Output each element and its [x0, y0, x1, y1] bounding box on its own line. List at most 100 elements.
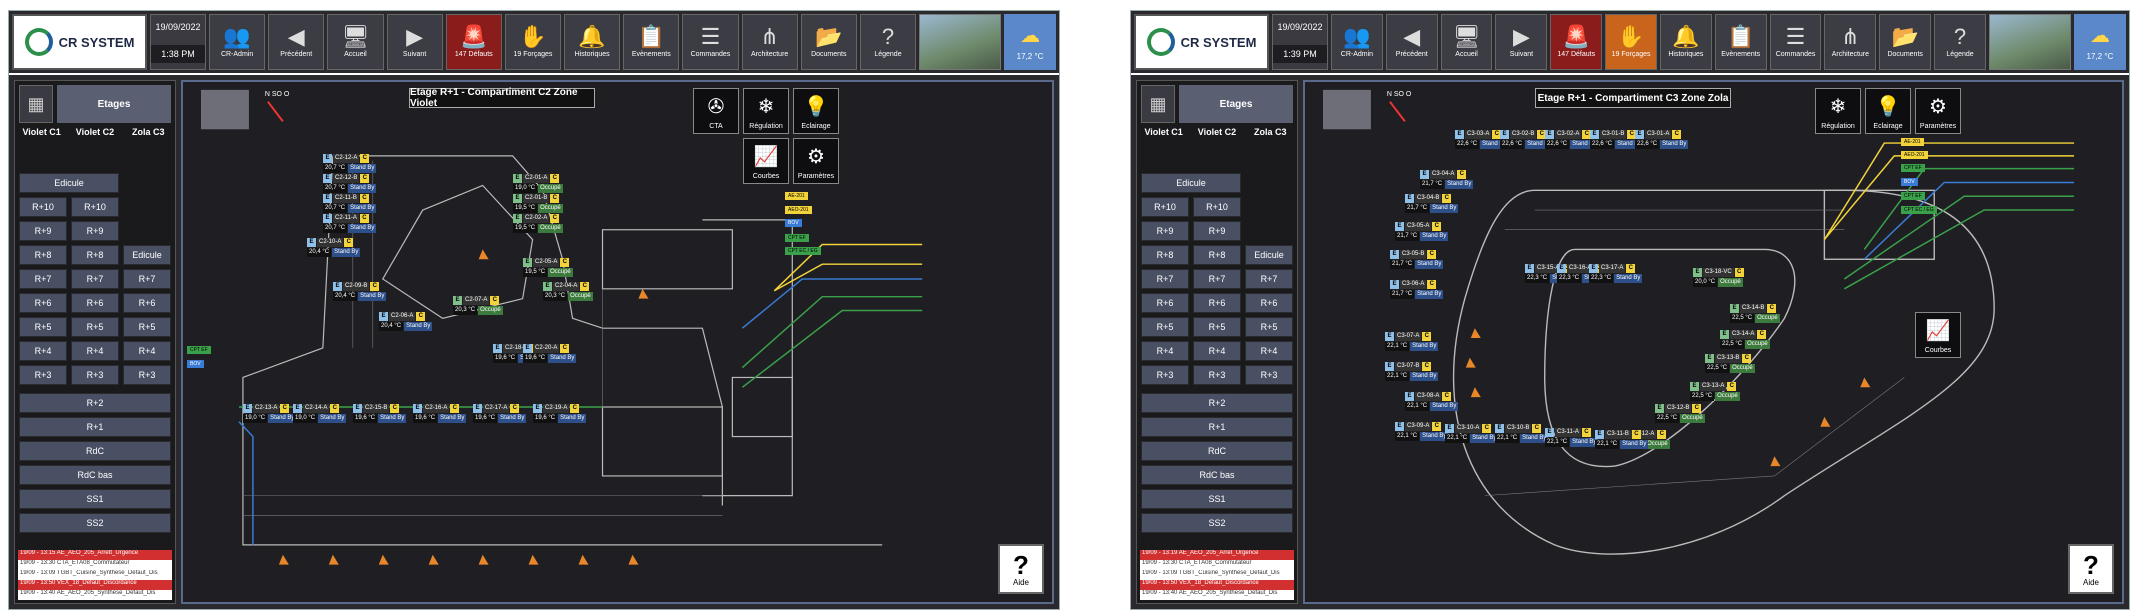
lighting-button[interactable]: 💡Eclairage: [1865, 88, 1911, 134]
forcings-button[interactable]: ✋19 Forçages: [504, 14, 562, 70]
floor-button-rp4-c3[interactable]: R+4: [123, 341, 171, 361]
floor-button-rp6-c3[interactable]: R+6: [123, 293, 171, 313]
floor-button-r1[interactable]: R+1: [1141, 417, 1293, 437]
events-button[interactable]: 📋Evènements: [1714, 14, 1767, 70]
log-entry[interactable]: 19/09 - 13:40 AE_AEO_205_Synthese_Defaut…: [1140, 590, 1294, 600]
floor-button-rp4-c1[interactable]: R+4: [19, 341, 67, 361]
floor-button-rp3-c2[interactable]: R+3: [1193, 365, 1241, 385]
floor-button-rdcbas[interactable]: RdC bas: [19, 465, 171, 485]
tag-aeo-201[interactable]: AEO-201: [1901, 151, 1928, 159]
legend-button[interactable]: ?Légende: [859, 14, 917, 70]
alarms-button[interactable]: 🚨147 Défauts: [1550, 14, 1603, 70]
floor-edicule-button[interactable]: Edicule: [1141, 173, 1241, 193]
cr-admin-button[interactable]: 👥CR-Admin: [209, 14, 266, 70]
floor-button-rp5-c1[interactable]: R+5: [1141, 317, 1189, 337]
floor-button-rp3-c3[interactable]: R+3: [1245, 365, 1293, 385]
next-button[interactable]: ▶Suivant: [1495, 14, 1548, 70]
floor-button-rp8-c2[interactable]: R+8: [71, 245, 119, 265]
floor-button-rp6-c1[interactable]: R+6: [19, 293, 67, 313]
cr-admin-button[interactable]: 👥CR-Admin: [1331, 14, 1383, 70]
tag-bov[interactable]: BOV: [1901, 178, 1918, 186]
floor-button-ss2[interactable]: SS2: [19, 513, 171, 533]
floor-button-rp4-c3[interactable]: R+4: [1245, 341, 1293, 361]
history-button[interactable]: 🔔Historiques: [1659, 14, 1712, 70]
floor-button-rp10-c1[interactable]: R+10: [19, 197, 67, 217]
floor-button-rp4-c2[interactable]: R+4: [71, 341, 119, 361]
floor-button-r2[interactable]: R+2: [1141, 393, 1293, 413]
log-entry[interactable]: 19/09 - 13:09 TGBT_Cuisine_Synthese_Defa…: [18, 570, 172, 580]
floor-button-rp6-c3[interactable]: R+6: [1245, 293, 1293, 313]
floor-button-edicule-c3[interactable]: Edicule: [123, 245, 171, 265]
floor-button-rp8-c1[interactable]: R+8: [1141, 245, 1189, 265]
floor-button-rp4-c2[interactable]: R+4: [1193, 341, 1241, 361]
floor-button-rp4-c1[interactable]: R+4: [1141, 341, 1189, 361]
architecture-button[interactable]: ⋔Architecture: [741, 14, 798, 70]
floor-button-r1[interactable]: R+1: [19, 417, 171, 437]
log-entry[interactable]: 19/09 - 13:09 TGBT_Cuisine_Synthese_Defa…: [1140, 570, 1294, 580]
floor-button-rp8-c1[interactable]: R+8: [19, 245, 67, 265]
floor-button-rp6-c2[interactable]: R+6: [1193, 293, 1241, 313]
events-button[interactable]: 📋Evènements: [623, 14, 680, 70]
home-button[interactable]: 🖥Accueil: [327, 14, 384, 70]
floor-button-rp10-c2[interactable]: R+10: [1193, 197, 1241, 217]
curves-button[interactable]: 📈Courbes: [1915, 312, 1961, 358]
documents-button[interactable]: 📂Documents: [1879, 14, 1932, 70]
tag-cpt-ec-eg[interactable]: CPT EC / EG: [785, 247, 821, 255]
floor-button-ss1[interactable]: SS1: [19, 489, 171, 509]
next-button[interactable]: ▶Suivant: [386, 14, 443, 70]
floor-button-rp7-c2[interactable]: R+7: [1193, 269, 1241, 289]
floor-button-rp5-c3[interactable]: R+5: [1245, 317, 1293, 337]
floor-button-ss1[interactable]: SS1: [1141, 489, 1293, 509]
floor-button-rdcbas[interactable]: RdC bas: [1141, 465, 1293, 485]
tag-cpt-ef-2[interactable]: CPT EF: [1901, 192, 1925, 200]
floor-button-rp8-c2[interactable]: R+8: [1193, 245, 1241, 265]
legend-button[interactable]: ?Légende: [1934, 14, 1986, 70]
floor-button-rp5-c3[interactable]: R+5: [123, 317, 171, 337]
floor-button-rp5-c2[interactable]: R+5: [1193, 317, 1241, 337]
home-button[interactable]: 🖥Accueil: [1440, 14, 1493, 70]
floor-button-rp9-c1[interactable]: R+9: [1141, 221, 1189, 241]
floor-edicule-button[interactable]: Edicule: [19, 173, 119, 193]
log-entry[interactable]: 19/09 - 13:30 CTA_ETA08_Commutateur: [1140, 560, 1294, 570]
floor-button-rp3-c2[interactable]: R+3: [71, 365, 119, 385]
curves-button[interactable]: 📈Courbes: [743, 138, 789, 184]
tag-ae-201[interactable]: AE-201: [785, 192, 808, 200]
building-icon[interactable]: ▦: [19, 85, 53, 123]
floor-button-rp3-c3[interactable]: R+3: [123, 365, 171, 385]
floor-button-rdc[interactable]: RdC: [1141, 441, 1293, 461]
commands-button[interactable]: ☰Commandes: [1769, 14, 1822, 70]
regulation-button[interactable]: ❄Régulation: [1815, 88, 1861, 134]
app-logo[interactable]: CR SYSTEM: [12, 14, 147, 70]
settings-button[interactable]: ⚙Paramètres: [1915, 88, 1961, 134]
floor-button-rp5-c2[interactable]: R+5: [71, 317, 119, 337]
previous-button[interactable]: ◀Précédent: [268, 14, 325, 70]
log-entry[interactable]: 19/09 - 13:30 CTA_ETA08_Commutateur: [18, 560, 172, 570]
